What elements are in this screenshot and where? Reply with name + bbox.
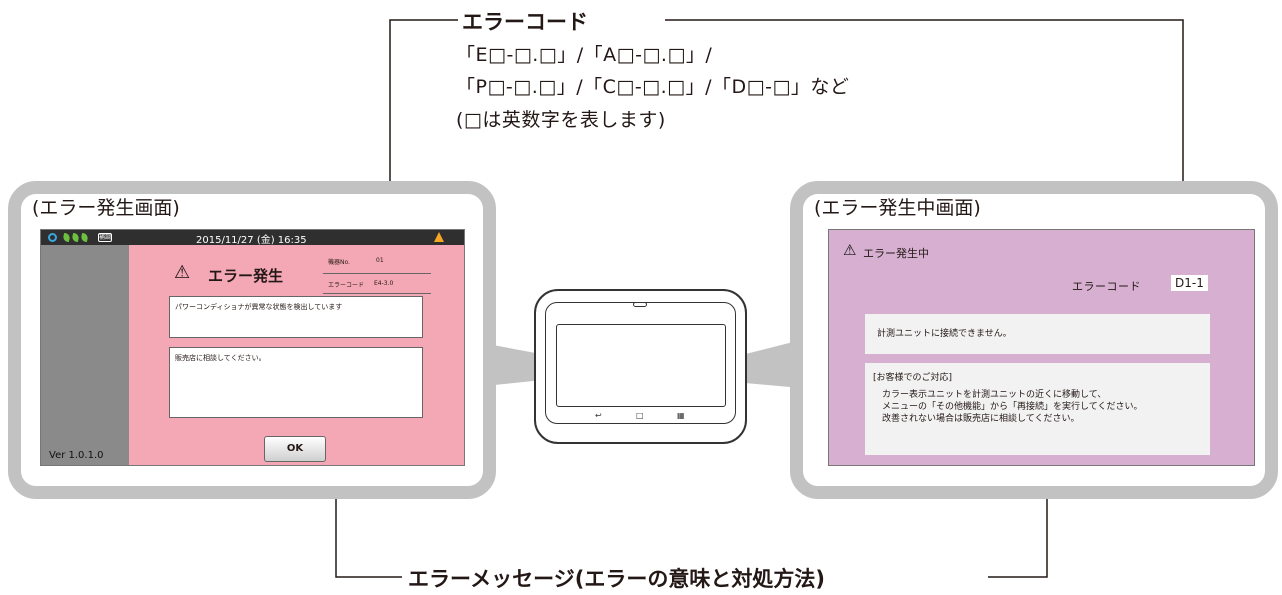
leaf-icon bbox=[61, 233, 72, 242]
error-code-value: D1-1 bbox=[1171, 275, 1208, 291]
error-message-box: 計測ユニットに接続できません。 bbox=[865, 314, 1210, 354]
machine-no-label: 機器No. bbox=[328, 259, 350, 266]
left-panel-label: (エラー発生画面) bbox=[32, 197, 180, 219]
tablet-device bbox=[534, 289, 747, 444]
error-code-format-line-2: 「P□-□.□」/「C□-□.□」/「D□-□」など bbox=[456, 76, 850, 98]
status-bar: 補調 2015/11/27 (金) 16:35 bbox=[41, 230, 464, 246]
warning-triangle-icon: ⚠ bbox=[174, 262, 191, 283]
status-tag: 補調 bbox=[98, 233, 112, 242]
version-label: Ver 1.0.1.0 bbox=[49, 450, 104, 461]
error-occurrence-screen: 補調 2015/11/27 (金) 16:35 Ver 1.0.1.0 ⚠ エラ… bbox=[40, 229, 465, 466]
leaf-icon bbox=[70, 233, 81, 242]
tablet-screen bbox=[556, 324, 726, 407]
advice-heading: [お客様でのご対応] bbox=[873, 373, 953, 383]
camera-slot bbox=[633, 302, 647, 307]
error-title: エラー発生 bbox=[208, 267, 284, 285]
error-code-format-note: (□は英数字を表します) bbox=[456, 109, 666, 131]
warning-icon bbox=[434, 232, 444, 242]
advice-box: [お客様でのご対応] カラー表示ユニットを計測ユニットの近くに移動して、 メニュ… bbox=[865, 363, 1210, 455]
back-button-icon: ↩ bbox=[595, 411, 602, 420]
error-ongoing-title: エラー発生中 bbox=[863, 247, 929, 260]
connection-ring-icon bbox=[48, 233, 57, 242]
side-panel bbox=[41, 245, 129, 465]
machine-no-value: 01 bbox=[376, 257, 384, 264]
error-code-label: エラーコード bbox=[1072, 280, 1141, 293]
right-panel-label: (エラー発生中画面) bbox=[814, 197, 981, 219]
advice-line: カラー表示ユニットを計測ユニットの近くに移動して、 bbox=[882, 390, 1107, 400]
error-code-format-line-1: 「E□-□.□」/「A□-□.□」/ bbox=[456, 44, 713, 66]
advice-line: メニューの「その他機能」から「再接続」を実行してください。 bbox=[882, 402, 1143, 412]
error-ongoing-screen: ⚠ エラー発生中 エラーコード D1-1 計測ユニットに接続できません。 [お客… bbox=[828, 229, 1255, 466]
menu-button-icon: ▦ bbox=[677, 411, 685, 420]
advice-line: 改善されない場合は販売店に相談してください。 bbox=[882, 414, 1080, 424]
ok-button[interactable]: OK bbox=[264, 436, 326, 462]
error-code-value: E4-3.0 bbox=[374, 280, 394, 287]
home-button-icon: □ bbox=[636, 411, 644, 420]
error-code-callout-title: エラーコード bbox=[462, 10, 588, 34]
error-code-label: エラーコード bbox=[328, 282, 365, 289]
leaf-icon bbox=[79, 233, 90, 242]
divider bbox=[323, 273, 431, 274]
status-datetime: 2015/11/27 (金) 16:35 bbox=[196, 235, 307, 246]
warning-triangle-icon: ⚠ bbox=[843, 241, 857, 259]
divider bbox=[323, 293, 431, 294]
advice-box: 販売店に相談してください。 bbox=[169, 347, 423, 418]
error-message-callout: エラーメッセージ(エラーの意味と対処方法) bbox=[408, 567, 825, 591]
error-message-box: パワーコンディショナが異常な状態を検出しています bbox=[169, 296, 423, 338]
